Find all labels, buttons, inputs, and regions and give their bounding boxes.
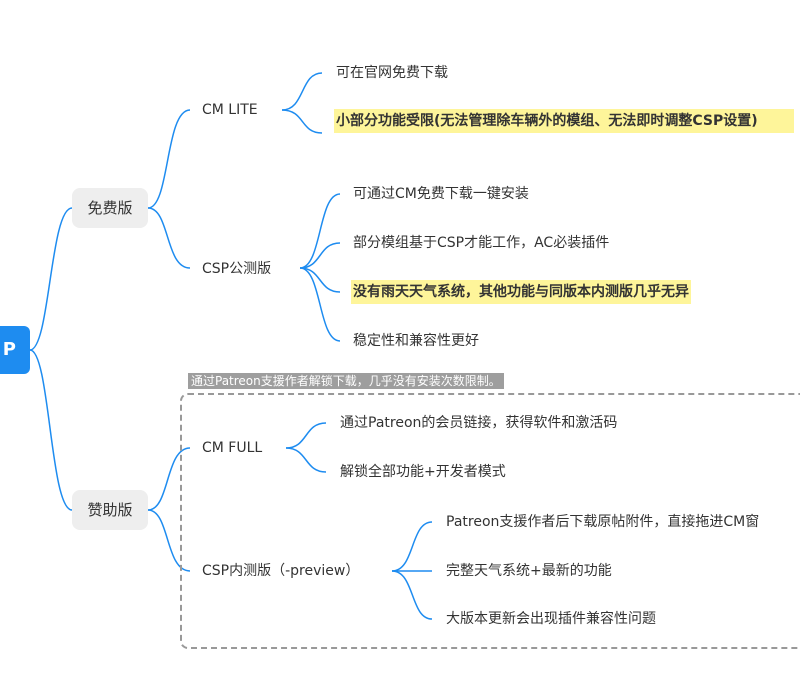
node-csp-public-item-3[interactable]: 没有雨天天气系统，其他功能与同版本内测版几乎无异 — [351, 280, 691, 304]
link-cmlite-2 — [281, 109, 323, 134]
node-cm-lite-item-1[interactable]: 可在官网免费下载 — [336, 65, 448, 81]
link-cmfull-1 — [285, 422, 327, 449]
node-csp-preview-item-3[interactable]: 大版本更新会出现插件兼容性问题 — [446, 611, 656, 627]
node-csp-preview[interactable]: CSP内测版（-preview） — [202, 563, 360, 579]
sponsor-summary-label[interactable]: 通过Patreon支援作者解锁下载，几乎没有安装次数限制。 — [188, 373, 504, 389]
link-csp-2 — [299, 242, 341, 269]
link-free-cmlite — [147, 109, 191, 209]
node-csp-public-item-4[interactable]: 稳定性和兼容性更好 — [353, 333, 479, 349]
node-cm-lite[interactable]: CM LITE — [202, 102, 258, 118]
node-csp-preview-item-2[interactable]: 完整天气系统+最新的功能 — [446, 563, 612, 579]
node-cm-full-item-2[interactable]: 解锁全部功能+开发者模式 — [340, 464, 506, 480]
sponsor-summary-boundary — [180, 393, 800, 649]
node-cm-full[interactable]: CM FULL — [202, 440, 263, 456]
link-csppreview-1 — [391, 521, 433, 572]
branch-free[interactable]: 免费版 — [72, 188, 148, 228]
node-csp-preview-item-1[interactable]: Patreon支援作者后下载原帖附件，直接拖进CM窗 — [446, 514, 760, 530]
link-sponsor-csppreview — [147, 509, 191, 572]
node-cm-full-item-1[interactable]: 通过Patreon的会员链接，获得软件和激活码 — [340, 415, 618, 431]
link-sponsor-cmfull — [147, 447, 191, 511]
branch-sponsor[interactable]: 赞助版 — [72, 490, 148, 530]
link-root-free — [29, 207, 73, 351]
link-csp-1 — [299, 193, 341, 269]
node-csp-public-item-2[interactable]: 部分模组基于CSP才能工作，AC必装插件 — [353, 235, 610, 251]
node-cm-lite-item-2[interactable]: 小部分功能受限(无法管理除车辆外的模组、无法即时调整CSP设置) — [334, 109, 794, 133]
link-cmfull-2 — [285, 447, 327, 473]
node-csp-public-item-1[interactable]: 可通过CM免费下载一键安装 — [353, 186, 529, 202]
link-cmlite-1 — [281, 72, 323, 111]
root-node[interactable]: P — [0, 326, 30, 374]
link-csp-4 — [299, 267, 341, 342]
link-free-csp — [147, 207, 191, 269]
node-csp-public[interactable]: CSP公测版 — [202, 261, 272, 277]
link-csp-3 — [299, 267, 341, 293]
link-root-sponsor — [29, 349, 73, 511]
link-csppreview-3 — [391, 570, 433, 620]
